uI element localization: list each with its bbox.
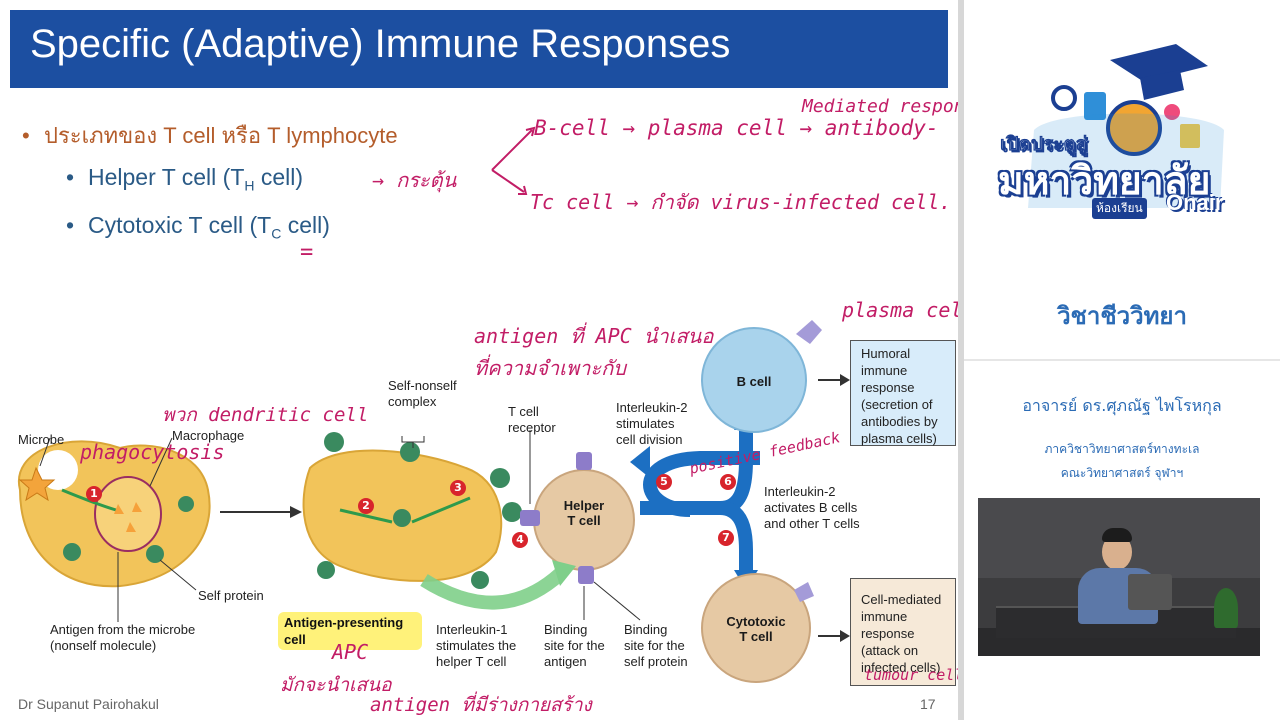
panel-separator — [964, 359, 1280, 361]
label-il2-activates: Interleukin-2 activates B cells and othe… — [764, 484, 860, 531]
label-interleukin1: Interleukin-1 stimulates the helper T ce… — [436, 622, 517, 669]
macrophage-proteins — [63, 496, 194, 563]
humoral-box: Humoral immune response (secretion of an… — [850, 340, 956, 446]
interleukin1-arrow — [420, 568, 565, 610]
step-3: 3 — [450, 480, 466, 496]
label-t-cell-receptor: T cell receptor — [508, 404, 556, 435]
note-dendritic: พวก dendritic cell — [162, 404, 369, 426]
footer-author: Dr Supanut Pairohakul — [18, 696, 159, 712]
label-antigen-presenting: Antigen-presenting cell — [278, 612, 422, 650]
bullet-cytotoxic: •Cytotoxic T cell (TC cell) — [66, 212, 330, 242]
label-binding-antigen: Binding site for the antigen — [544, 622, 605, 669]
department: ภาควิชาวิทยาศาสตร์ทางทะเล — [1044, 442, 1200, 456]
logo-top-text: เปิดประตูสู่ — [1000, 134, 1088, 156]
calculator-icon — [1084, 92, 1106, 120]
label-b-cell: B cell — [736, 374, 772, 389]
title-bar: Specific (Adaptive) Immune Responses — [10, 10, 948, 88]
laptop — [1128, 574, 1172, 610]
label-self-protein: Self protein — [198, 588, 264, 603]
note-phagocytosis: phagocytosis — [80, 440, 225, 464]
panel-divider — [958, 0, 964, 720]
step-4: 4 — [512, 532, 528, 548]
step-6: 6 — [720, 474, 736, 490]
label-macrophage: Macrophage — [172, 428, 245, 443]
step-5: 5 — [656, 474, 672, 490]
note-stimulate: → กระตุ้น — [372, 168, 457, 192]
note-antigen-1: antigen ที่ APC นำเสนอ — [474, 324, 714, 348]
note-apc: APC — [332, 640, 369, 664]
b-cell-shape — [701, 327, 807, 433]
program-logo — [1028, 44, 1224, 208]
note-tc-line: Tc cell → กำจัด virus-infected cell. — [530, 190, 952, 214]
logo-sub-text: ห้องเรียน — [1092, 198, 1147, 219]
label-antigen-microbe: Antigen from the microbe (nonself molecu… — [50, 622, 196, 653]
teacher-name: อาจารย์ ดร.ศุภณัฐ ไพโรหกุล — [1022, 396, 1222, 415]
label-self-nonself: Self-nonself complex — [388, 378, 457, 409]
apc-proteins — [317, 432, 522, 589]
bullet-main: •ประเภทของ T cell หรือ T lymphocyte — [22, 123, 398, 148]
note-tumour: tumour cell — [864, 666, 958, 684]
book-icon — [1180, 124, 1200, 148]
immune-diagram — [17, 320, 850, 683]
label-il2-division: Interleukin-2 stimulates cell division — [616, 400, 688, 447]
subject-title: วิชาชีววิทยา — [1057, 302, 1187, 330]
plant — [1214, 588, 1238, 628]
slide: Specific (Adaptive) Immune Responses •ปร… — [10, 10, 958, 716]
step-1: 1 — [86, 486, 102, 502]
microbe-shape — [18, 466, 56, 502]
step-7: 7 — [718, 530, 734, 546]
note-antigen-foreign: antigen ที่มีร่างกายสร้าง — [370, 694, 592, 716]
clock-icon — [1106, 100, 1162, 156]
graduation-cap-icon — [1110, 44, 1208, 82]
note-mediated: Mediated response — [802, 96, 958, 117]
bullet-main-text: ประเภทของ T cell หรือ T lymphocyte — [44, 123, 398, 148]
logo-onair-text: Onair — [1166, 190, 1224, 215]
note-bcell-line: B-cell → plasma cell → antibody- — [534, 116, 939, 140]
side-panel: เปิดประตูสู่ มหาวิทยาลัย ห้องเรียน Onair… — [964, 0, 1280, 720]
faculty: คณะวิทยาศาสตร์ จุฬาฯ — [1060, 466, 1184, 480]
note-plasma-cell: plasma cell — [842, 298, 958, 322]
phagosome — [94, 476, 162, 552]
label-helper-t: Helper T cell — [563, 498, 605, 528]
note-apc-present: มักจะนำเสนอ — [280, 674, 392, 696]
magnifier-icon — [1051, 85, 1077, 111]
label-cytotoxic-t: Cytotoxic T cell — [726, 614, 786, 644]
cytotoxic-t-shape — [701, 573, 811, 683]
branch-arrow — [491, 126, 536, 195]
slide-title: Specific (Adaptive) Immune Responses — [30, 22, 731, 66]
logo-main-text: มหาวิทยาลัย — [998, 160, 1211, 203]
label-binding-self: Binding site for the self protein — [624, 622, 688, 669]
label-microbe: Microbe — [18, 432, 65, 447]
note-antigen-2: ที่ความจำเพาะกับ — [474, 356, 626, 380]
note-equals: = — [300, 240, 314, 265]
step-2: 2 — [358, 498, 374, 514]
page-number: 17 — [920, 696, 936, 712]
presenter-video — [978, 498, 1260, 656]
bullet-helper: •Helper T cell (TH cell) — [66, 164, 304, 194]
cell-mediated-box: Cell-mediated immune response (attack on… — [850, 578, 956, 686]
